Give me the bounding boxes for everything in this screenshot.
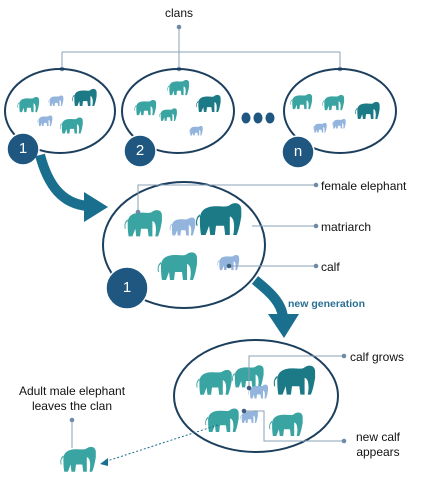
leave-dotted-arrow — [103, 424, 219, 463]
clan-2-elephants — [134, 79, 221, 136]
clan-n-elephants — [290, 93, 380, 133]
clan-n-badge — [281, 135, 315, 169]
female-elephant-label: female elephant — [321, 179, 407, 193]
calf-grows-label: calf grows — [350, 350, 405, 364]
leave-dotted-arrow-head — [100, 458, 108, 466]
connector-dots — [59, 24, 343, 72]
more-clans-dots — [241, 112, 275, 124]
clan-n-number: n — [293, 143, 303, 160]
clan-1-number: 1 — [18, 140, 28, 157]
clan-2-ellipse — [121, 68, 235, 154]
zoom-clan-number: 1 — [122, 279, 132, 296]
new-generation-label: new generation — [288, 298, 366, 310]
new-generation-connectors — [244, 355, 344, 442]
new-generation-elephants — [196, 365, 316, 437]
clan-n-ellipse — [283, 68, 397, 154]
curved-arrow-2-head — [268, 314, 299, 338]
adult-male-label-line1: Adult male elephant — [18, 384, 126, 398]
clan-2-badge — [123, 134, 157, 168]
zoom-clan-elephants — [124, 203, 242, 280]
curved-arrow-1-head — [84, 192, 108, 222]
new-generation-connector-dots — [241, 353, 347, 444]
clans-connector — [61, 26, 341, 69]
curved-arrow-2 — [251, 276, 288, 319]
adult-male-label-line2: leaves the clan — [31, 399, 113, 413]
zoom-clan-ellipse — [102, 181, 266, 309]
curved-arrow-1 — [35, 153, 89, 211]
new-generation-ellipse — [173, 339, 339, 453]
clan-1-badge — [6, 132, 40, 166]
clans-label: clans — [164, 6, 193, 20]
clan-1-elephants — [17, 88, 97, 134]
zoom-connector-dots — [135, 182, 319, 269]
adult-male-elephant — [60, 446, 96, 472]
calf-label: calf — [321, 260, 340, 274]
clan-1-ellipse — [4, 68, 116, 154]
new-calf-label-line1: new calf — [355, 430, 401, 444]
clan-2-number: 2 — [135, 142, 145, 159]
adult-male-connector-dot — [69, 417, 75, 423]
matriarch-label: matriarch — [321, 220, 372, 234]
new-calf-label-line2: appears — [356, 445, 400, 459]
zoom-connectors — [137, 184, 316, 267]
zoom-clan-badge — [105, 266, 149, 310]
